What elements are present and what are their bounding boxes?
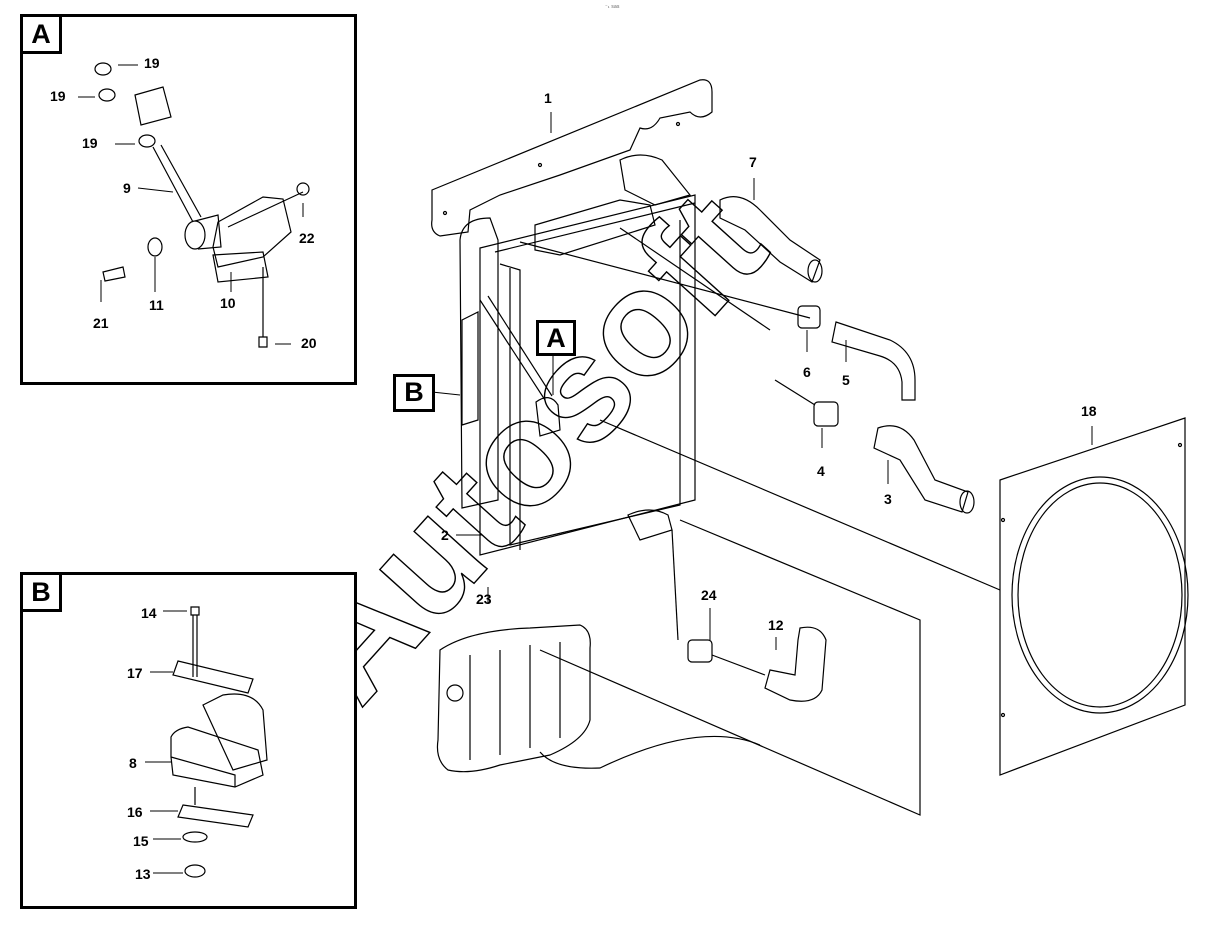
inset-b-label-17: 17 [127, 665, 143, 681]
fan-shroud-part-18 [999, 417, 1186, 776]
label-part-12: 12 [768, 617, 784, 633]
side-panel [459, 217, 499, 509]
label-part-2: 2 [441, 527, 449, 543]
hose-part-3 [873, 425, 969, 513]
label-part-18: 18 [1081, 403, 1097, 419]
upper-tank [619, 154, 692, 206]
inset-b-label-14: 14 [141, 605, 157, 621]
callout-a: A [536, 320, 576, 356]
inset-detail-b: B 14 17 [20, 572, 357, 909]
clamp-part-4 [813, 401, 839, 427]
radiator-frame-part-2 [479, 194, 696, 556]
label-part-7: 7 [749, 154, 757, 170]
label-part-5: 5 [842, 372, 850, 388]
inset-b-label-8: 8 [129, 755, 137, 771]
callout-b: B [393, 374, 435, 412]
top-bracket-part-1 [431, 79, 713, 237]
inset-a-tag: A [23, 17, 62, 54]
label-part-3: 3 [884, 491, 892, 507]
inset-b-label-16: 16 [127, 804, 143, 820]
inset-a-label-22: 22 [299, 230, 315, 246]
inset-a-label-19-mid: 19 [50, 88, 66, 104]
inset-a-label-19-top: 19 [144, 55, 160, 71]
inset-a-label-20: 20 [301, 335, 317, 351]
label-part-6: 6 [803, 364, 811, 380]
label-part-24: 24 [701, 587, 717, 603]
label-part-1: 1 [544, 90, 552, 106]
inset-a-drawing [78, 62, 310, 348]
header-mark: ⁻₁ sas [605, 4, 620, 10]
inset-b-label-15: 15 [133, 833, 149, 849]
inset-a-label-19-low: 19 [82, 135, 98, 151]
inset-a-label-11: 11 [149, 297, 164, 313]
support-mount-a [535, 397, 561, 437]
inset-a-label-9: 9 [123, 180, 131, 196]
inset-detail-a: A [20, 14, 357, 385]
clamp-part-6 [797, 305, 821, 329]
hose-part-7 [719, 196, 821, 283]
clamp-part-24 [687, 639, 713, 663]
hose-part-12 [764, 626, 827, 702]
inset-b-drawing [145, 606, 268, 878]
lower-outlet [627, 509, 673, 541]
hose-part-5 [831, 321, 916, 401]
expansion-tank-part-23 [436, 624, 591, 773]
inset-a-label-21: 21 [93, 315, 109, 331]
label-part-4: 4 [817, 463, 825, 479]
inset-b-label-13: 13 [135, 866, 151, 882]
inset-b-tag: B [23, 575, 62, 612]
label-part-23: 23 [476, 591, 492, 607]
inset-a-label-10: 10 [220, 295, 236, 311]
